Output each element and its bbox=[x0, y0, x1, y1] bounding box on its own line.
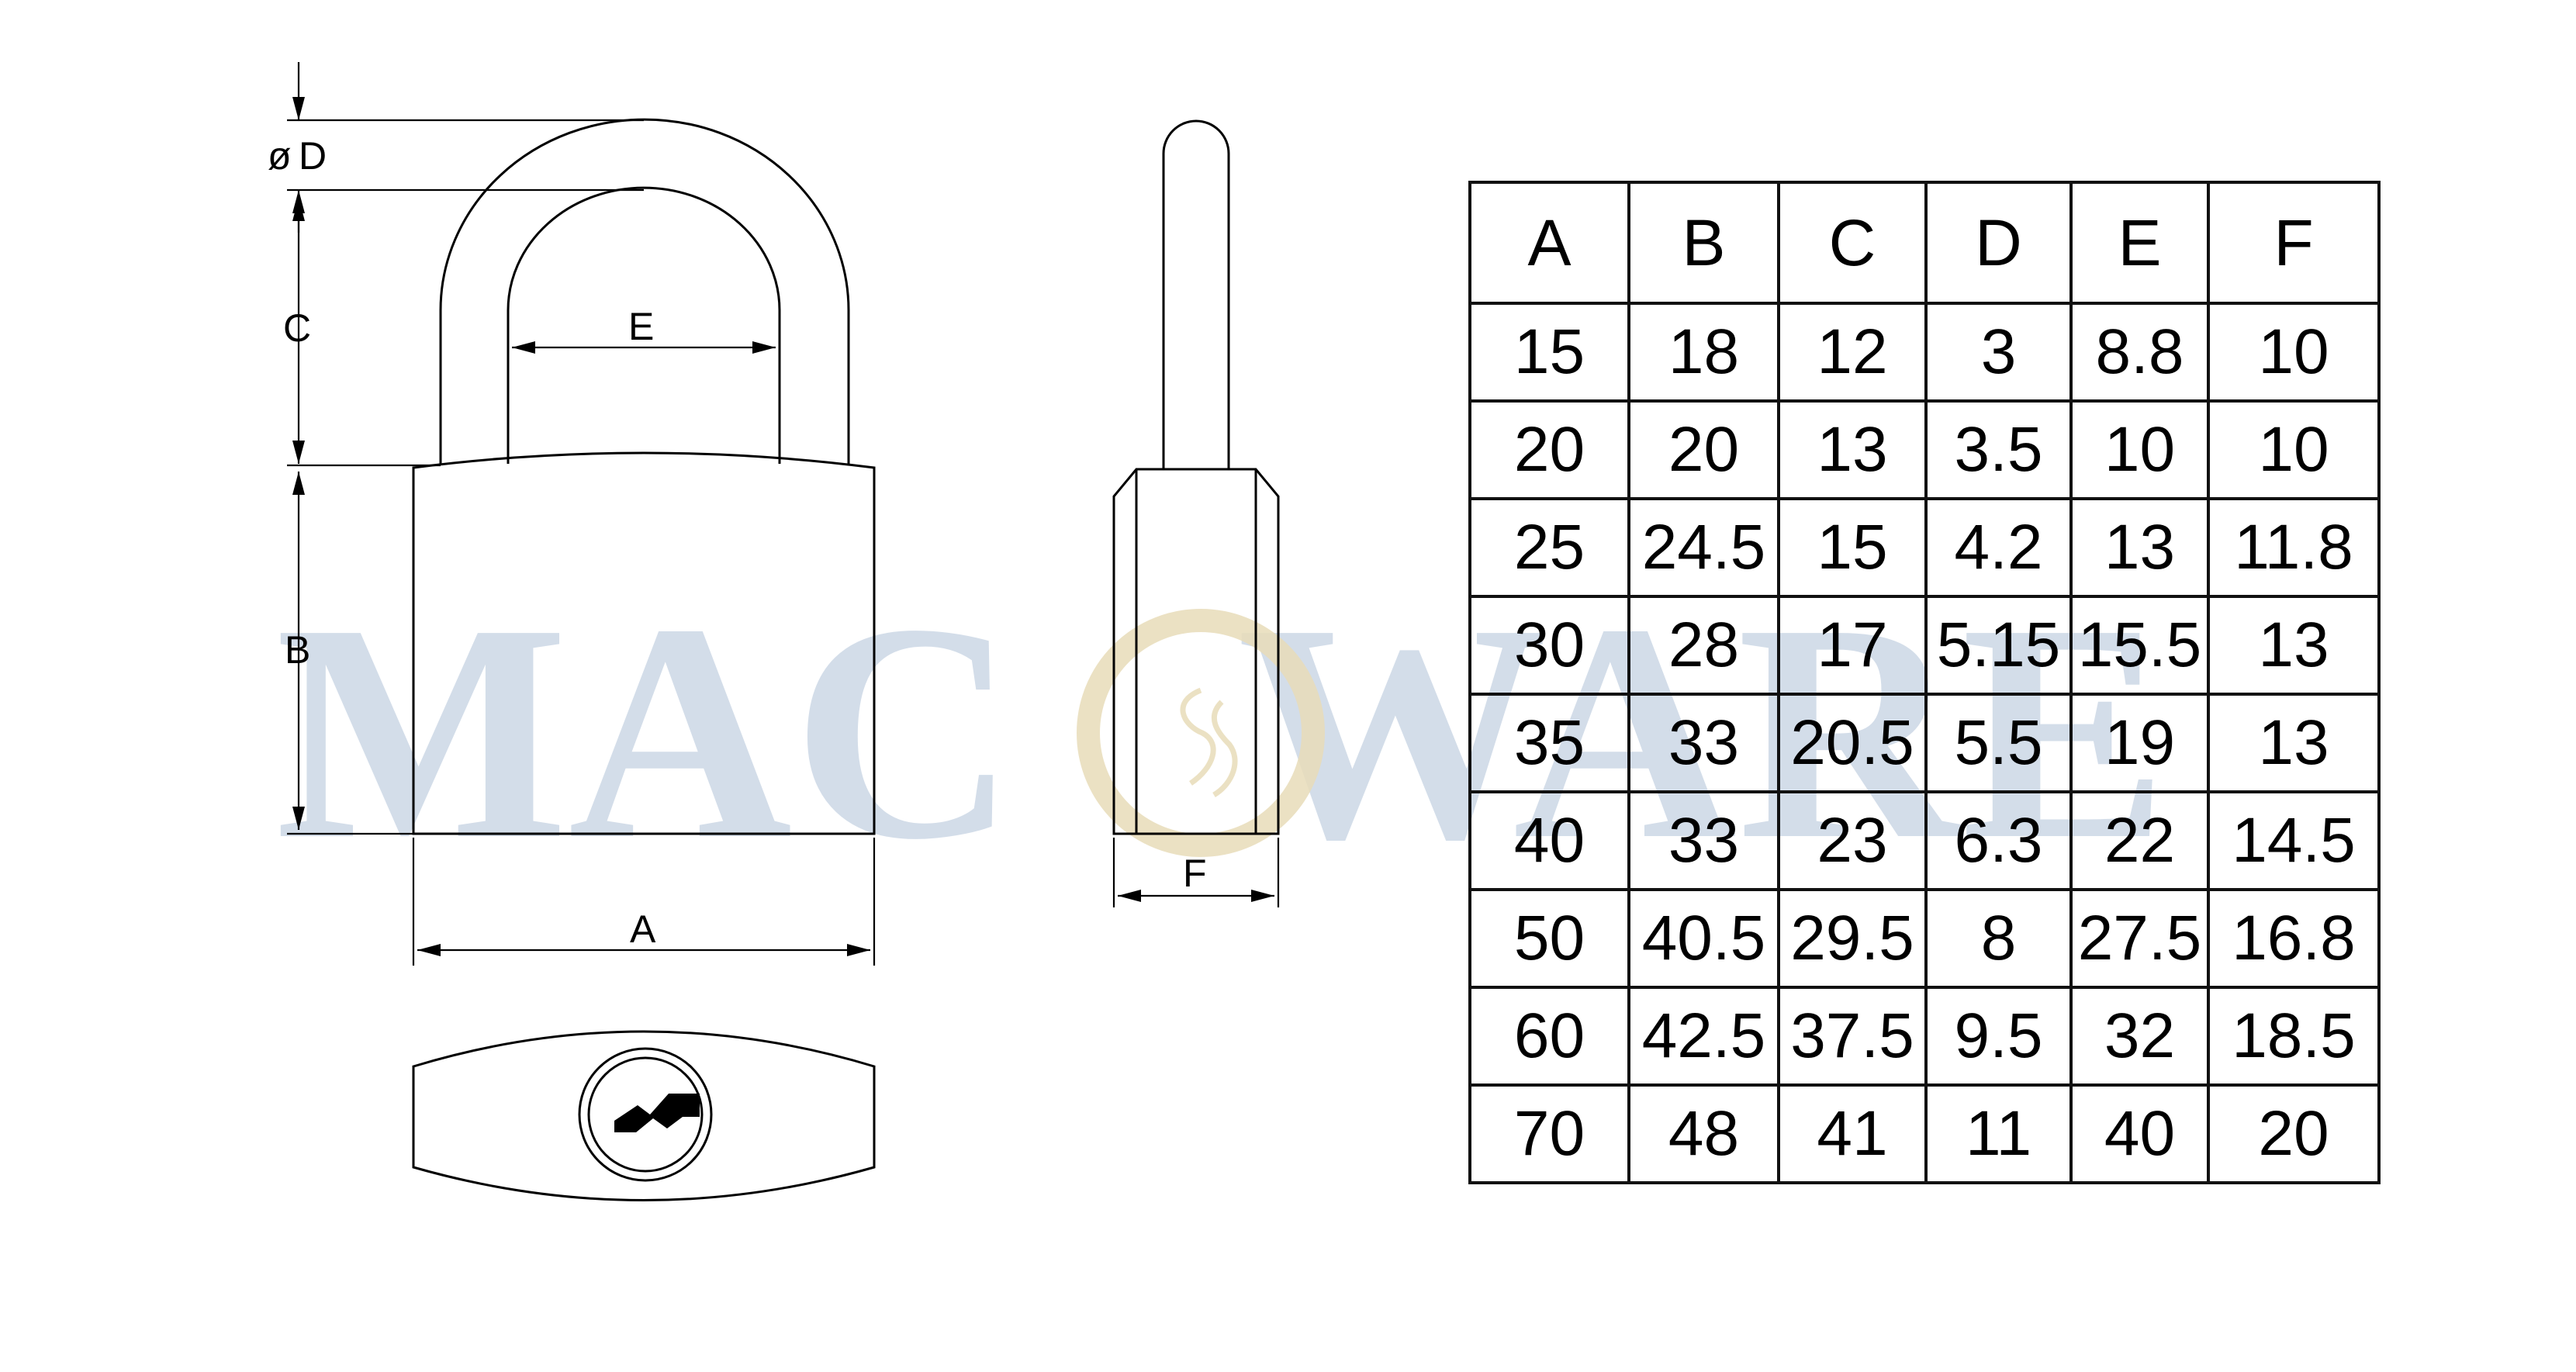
dim-label-c: C bbox=[283, 306, 311, 350]
watermark-key-icon bbox=[1180, 687, 1238, 797]
keyhole-outer-ring bbox=[578, 1047, 713, 1182]
table-header-row: A B C D E F bbox=[1468, 181, 2381, 305]
table-cell: 16.8 bbox=[2207, 888, 2381, 989]
table-row: 40 33 23 6.3 22 14.5 bbox=[1468, 790, 2381, 891]
table-cell: 18.5 bbox=[2207, 986, 2381, 1087]
table-row: 70 48 41 11 40 20 bbox=[1468, 1083, 2381, 1184]
table-cell: 25 bbox=[1468, 497, 1630, 598]
table-cell: 48 bbox=[1627, 1083, 1780, 1184]
table-cell: 5.5 bbox=[1924, 693, 2073, 793]
table-cell: 29.5 bbox=[1777, 888, 1928, 989]
table-cell: 50 bbox=[1468, 888, 1630, 989]
table-cell: 20 bbox=[2207, 1083, 2381, 1184]
dimension-a: A bbox=[412, 838, 876, 966]
padlock-body bbox=[412, 451, 876, 835]
shackle-inner bbox=[507, 186, 781, 464]
table-cell: 30 bbox=[1468, 595, 1630, 696]
watermark-ring bbox=[1077, 609, 1325, 857]
table-row: 50 40.5 29.5 8 27.5 16.8 bbox=[1468, 888, 2381, 989]
table-cell: 28 bbox=[1627, 595, 1780, 696]
keyhole-inner-ring bbox=[587, 1056, 704, 1173]
header-cell: F bbox=[2207, 181, 2381, 305]
table-cell: 4.2 bbox=[1924, 497, 2073, 598]
table-cell: 20 bbox=[1468, 399, 1630, 500]
dimension-b: B bbox=[285, 464, 441, 835]
dimension-spec-table: A B C D E F 15 18 12 3 8.8 10 20 20 13 3… bbox=[1468, 181, 2381, 1184]
table-cell: 15.5 bbox=[2069, 595, 2210, 696]
side-shackle bbox=[1162, 119, 1230, 469]
dim-label-diameter-symbol: ø bbox=[268, 134, 292, 178]
table-cell: 24.5 bbox=[1627, 497, 1780, 598]
dim-label-f: F bbox=[1183, 852, 1207, 895]
table-cell: 14.5 bbox=[2207, 790, 2381, 891]
table-cell: 19 bbox=[2069, 693, 2210, 793]
table-cell: 5.15 bbox=[1924, 595, 2073, 696]
header-cell: D bbox=[1924, 181, 2073, 305]
table-cell: 8.8 bbox=[2069, 302, 2210, 403]
table-cell: 10 bbox=[2207, 399, 2381, 500]
bottom-view bbox=[412, 1030, 876, 1201]
shackle-outer bbox=[439, 118, 850, 464]
header-cell: B bbox=[1627, 181, 1780, 305]
table-cell: 20 bbox=[1627, 399, 1780, 500]
table-cell: 33 bbox=[1627, 790, 1780, 891]
table-cell: 13 bbox=[2069, 497, 2210, 598]
table-cell: 41 bbox=[1777, 1083, 1928, 1184]
dimension-d: ø D bbox=[268, 62, 644, 233]
table-row: 15 18 12 3 8.8 10 bbox=[1468, 302, 2381, 403]
table-cell: 3.5 bbox=[1924, 399, 2073, 500]
table-cell: 10 bbox=[2207, 302, 2381, 403]
side-view bbox=[1112, 119, 1280, 835]
header-cell: E bbox=[2069, 181, 2210, 305]
dim-label-b: B bbox=[285, 628, 310, 672]
table-cell: 17 bbox=[1777, 595, 1928, 696]
table-cell: 13 bbox=[2207, 693, 2381, 793]
dim-label-a: A bbox=[630, 907, 656, 951]
table-cell: 40 bbox=[2069, 1083, 2210, 1184]
key-icon bbox=[614, 1094, 700, 1132]
dim-label-d: D bbox=[299, 134, 327, 178]
table-cell: 11.8 bbox=[2207, 497, 2381, 598]
table-cell: 9.5 bbox=[1924, 986, 2073, 1087]
table-row: 60 42.5 37.5 9.5 32 18.5 bbox=[1468, 986, 2381, 1087]
table-cell: 70 bbox=[1468, 1083, 1630, 1184]
header-cell: C bbox=[1777, 181, 1928, 305]
dimension-c: C bbox=[283, 198, 311, 464]
table-row: 35 33 20.5 5.5 19 13 bbox=[1468, 693, 2381, 793]
table-row: 20 20 13 3.5 10 10 bbox=[1468, 399, 2381, 500]
table-cell: 32 bbox=[2069, 986, 2210, 1087]
table-cell: 27.5 bbox=[2069, 888, 2210, 989]
header-cell: A bbox=[1468, 181, 1630, 305]
dimension-e: E bbox=[512, 305, 776, 354]
table-cell: 15 bbox=[1468, 302, 1630, 403]
table-cell: 11 bbox=[1924, 1083, 2073, 1184]
table-cell: 8 bbox=[1924, 888, 2073, 989]
dimension-f: F bbox=[1112, 838, 1280, 907]
table-cell: 37.5 bbox=[1777, 986, 1928, 1087]
table-row: 25 24.5 15 4.2 13 11.8 bbox=[1468, 497, 2381, 598]
dim-label-e: E bbox=[628, 305, 654, 348]
table-cell: 40.5 bbox=[1627, 888, 1780, 989]
table-cell: 60 bbox=[1468, 986, 1630, 1087]
table-cell: 42.5 bbox=[1627, 986, 1780, 1087]
table-cell: 15 bbox=[1777, 497, 1928, 598]
table-cell: 6.3 bbox=[1924, 790, 2073, 891]
table-cell: 3 bbox=[1924, 302, 2073, 403]
bottom-body bbox=[412, 1030, 876, 1201]
table-cell: 10 bbox=[2069, 399, 2210, 500]
table-cell: 13 bbox=[2207, 595, 2381, 696]
table-cell: 33 bbox=[1627, 693, 1780, 793]
table-cell: 20.5 bbox=[1777, 693, 1928, 793]
table-cell: 18 bbox=[1627, 302, 1780, 403]
watermark-text-left: MAC bbox=[275, 560, 1016, 904]
table-row: 30 28 17 5.15 15.5 13 bbox=[1468, 595, 2381, 696]
table-cell: 13 bbox=[1777, 399, 1928, 500]
table-cell: 40 bbox=[1468, 790, 1630, 891]
table-cell: 35 bbox=[1468, 693, 1630, 793]
table-cell: 12 bbox=[1777, 302, 1928, 403]
table-cell: 23 bbox=[1777, 790, 1928, 891]
front-view bbox=[412, 118, 876, 835]
table-cell: 22 bbox=[2069, 790, 2210, 891]
